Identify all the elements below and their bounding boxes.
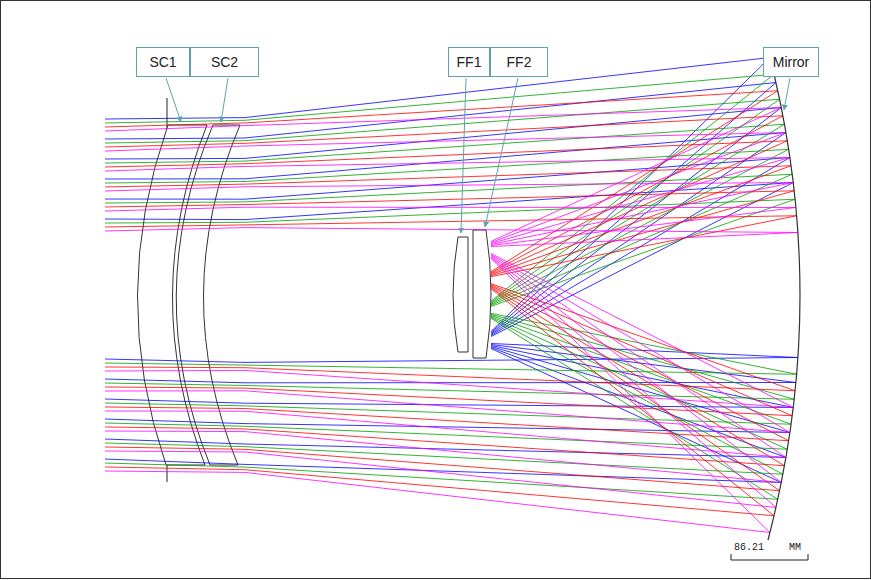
ray [105,288,780,491]
leader-line [221,78,228,122]
flattener-lens [473,230,491,358]
ray [105,285,792,416]
ray [105,287,784,466]
corrector-plate [176,125,240,465]
ray [105,344,798,363]
ray [105,99,780,302]
scale-line [731,560,808,561]
flattener-lens [453,237,468,352]
ray [105,91,778,272]
ray [105,258,776,508]
scale-tick [731,554,732,560]
leader-line [461,78,466,233]
ray [105,199,795,306]
leader-line [784,78,790,110]
part-name: SC2 [211,54,238,70]
leader-line [166,78,181,122]
ray [105,313,797,374]
callout-box: FF1 [448,47,490,77]
ray [105,158,790,336]
scale-label: MM [789,543,801,553]
ray [105,284,795,391]
scale-label: 86.21 [734,543,764,553]
callout-box: SC1 [136,47,190,77]
scale-bar [731,554,808,560]
leader-line [485,78,518,227]
ray [105,183,793,337]
mirror-surface [768,50,800,540]
leader-lines [166,78,790,233]
callout-box: Mirror [763,47,819,77]
ray [105,228,798,247]
ray [105,254,793,408]
part-name: FF1 [457,54,482,70]
ray [105,216,797,277]
scale-tick [808,554,809,560]
ray [105,108,781,242]
ray [105,207,796,245]
part-name: FF2 [507,54,532,70]
part-name: SC1 [149,54,176,70]
ray [105,116,783,273]
ray [105,58,770,332]
ray [105,345,796,383]
part-name: Mirror [773,54,810,70]
ray [105,256,786,458]
ray [105,158,790,244]
ray [105,289,774,516]
ray [105,257,781,483]
ray [105,149,789,304]
ray-fan [105,58,798,533]
callout-box: SC2 [190,47,259,77]
ray [105,259,770,533]
ray [105,316,787,449]
ray [105,255,790,433]
callout-box: FF2 [490,47,548,77]
ray [105,133,786,243]
ray [105,286,789,441]
ray [105,183,793,245]
ray [105,174,792,305]
